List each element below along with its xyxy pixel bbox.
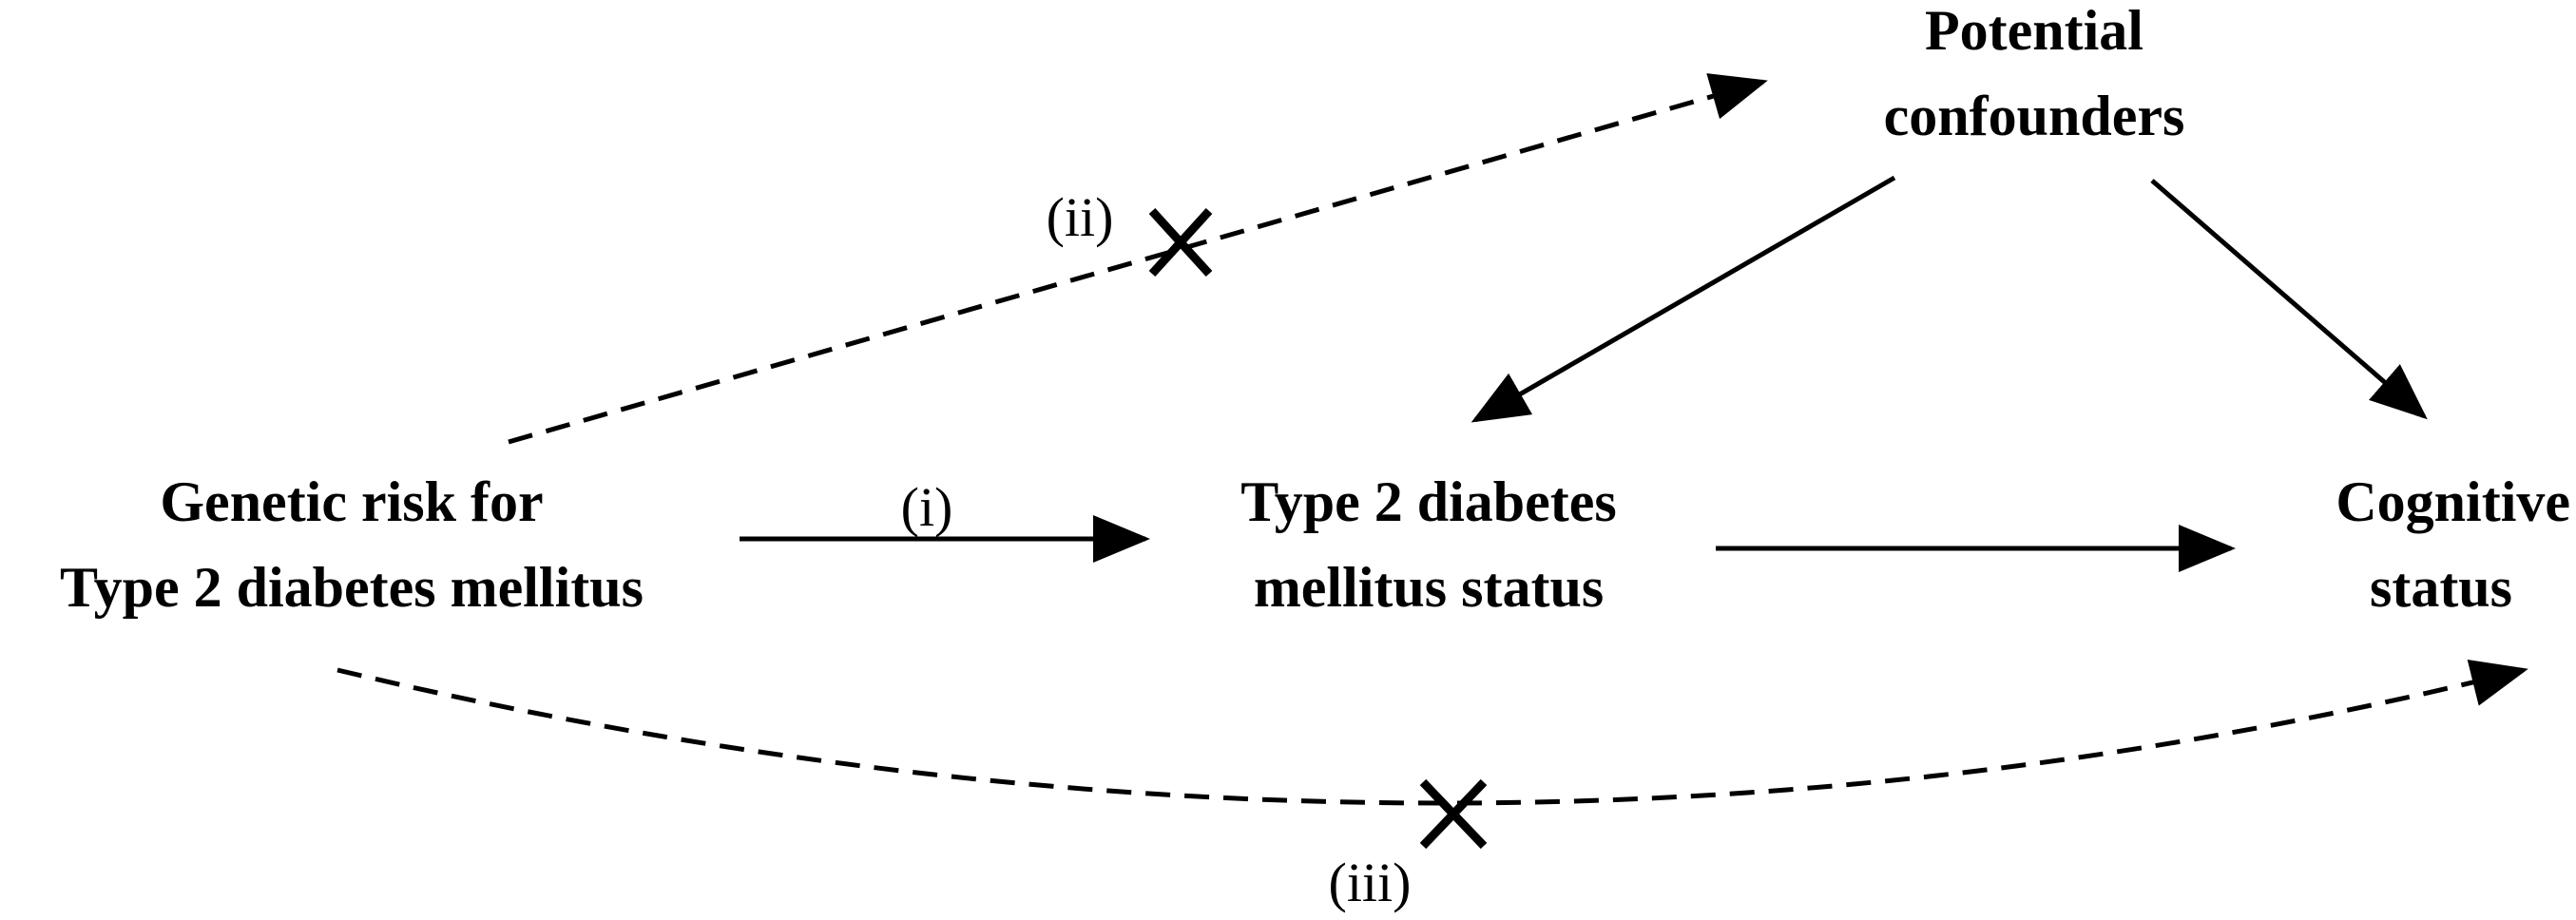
node-cognitive-status: Cognitive status: [2336, 470, 2570, 619]
label-path-iii: (iii): [1329, 852, 1412, 913]
node-genetic-risk: Genetic risk for Type 2 diabetes mellitu…: [60, 470, 644, 619]
confounders-line2: confounders: [1884, 85, 2185, 147]
genetic-risk-line2: Type 2 diabetes mellitus: [60, 556, 644, 619]
cross-mark-iii: [1419, 778, 1488, 850]
t2dm-status-line1: Type 2 diabetes: [1240, 470, 1617, 533]
cross-mark-ii: [1148, 207, 1213, 278]
genetic-risk-line1: Genetic risk for: [160, 470, 543, 533]
edge-confounders-to-cognitive: [2150, 179, 2428, 420]
node-t2dm-status: Type 2 diabetes mellitus status: [1240, 470, 1617, 619]
confounders-line1: Potential: [1925, 0, 2143, 62]
edge-genetic-to-cognitive-dashed: [336, 660, 2528, 806]
edge-confounders-to-t2dm: [1471, 175, 1896, 423]
t2dm-status-line2: mellitus status: [1254, 556, 1604, 619]
label-path-i: (i): [901, 476, 953, 538]
edge-genetic-to-confounders-dashed: [508, 73, 1768, 445]
node-potential-confounders: Potential confounders: [1884, 0, 2185, 147]
label-path-ii: (ii): [1047, 186, 1114, 248]
cognitive-status-line1: Cognitive: [2336, 470, 2570, 533]
cognitive-status-line2: status: [2370, 556, 2512, 619]
